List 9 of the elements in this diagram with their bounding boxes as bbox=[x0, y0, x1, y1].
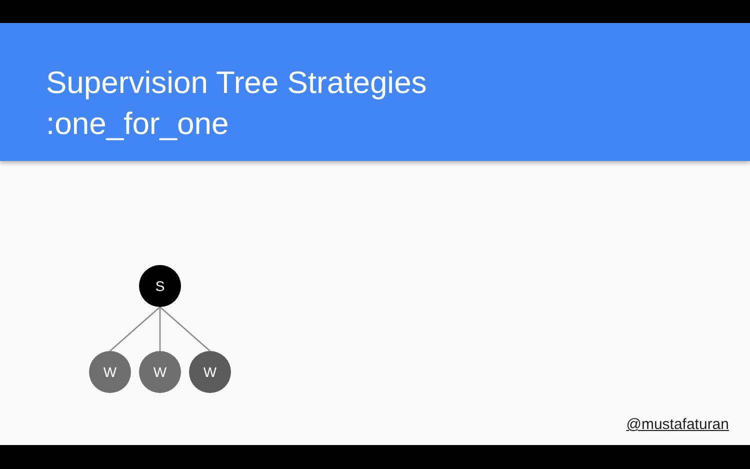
worker-node: W bbox=[139, 351, 181, 393]
author-handle-link: @mustafaturan bbox=[626, 416, 729, 433]
supervisor-node: S bbox=[139, 265, 181, 307]
worker-node: W bbox=[189, 351, 231, 393]
connector-line bbox=[110, 306, 160, 352]
connector-line bbox=[160, 306, 210, 352]
connector-line bbox=[159, 307, 161, 351]
worker-node: W bbox=[89, 351, 131, 393]
slide-title: Supervision Tree Strategies :one_for_one bbox=[46, 64, 428, 143]
